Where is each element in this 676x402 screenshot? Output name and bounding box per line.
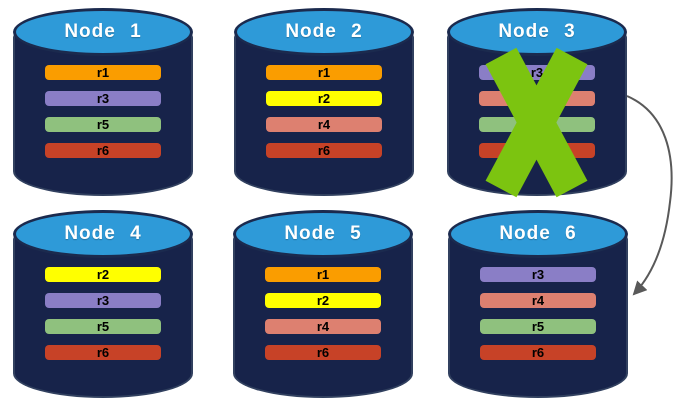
replica-bar-r4: r4 xyxy=(265,319,381,334)
replica-bar-r2: r2 xyxy=(265,293,381,308)
node-1-cylinder-top: Node 1 xyxy=(13,8,193,56)
replica-label: r4 xyxy=(317,117,331,132)
node-5-cylinder-top: Node 5 xyxy=(233,210,413,258)
replica-bar-r6: r6 xyxy=(266,143,382,158)
node-4-cylinder-body xyxy=(13,234,193,398)
replica-label: r3 xyxy=(96,91,110,106)
replica-bar-r1: r1 xyxy=(45,65,161,80)
node-5-cylinder-body xyxy=(233,234,413,398)
replica-bar-r6: r6 xyxy=(45,143,161,158)
node-6: Node 6 r3 r4 r5 r6 xyxy=(448,210,628,398)
replica-label: r4 xyxy=(316,319,330,334)
node-2-title: Node 2 xyxy=(285,21,363,42)
node-2-cylinder-top: Node 2 xyxy=(234,8,414,56)
replica-label: r4 xyxy=(531,293,545,308)
replica-bar-r6: r6 xyxy=(265,345,381,360)
node-4: Node 4 r2 r3 r5 r6 xyxy=(13,210,193,398)
node-6-title: Node 6 xyxy=(499,223,577,244)
replication-arrow xyxy=(626,95,673,296)
node-3: Node 3 r3 r4 r5 r6 xyxy=(447,8,627,196)
node-6-replicas: r3 r4 r5 r6 xyxy=(448,267,628,360)
replica-label: r1 xyxy=(316,267,330,282)
node-3-cylinder-top: Node 3 xyxy=(447,8,627,56)
replica-label: r5 xyxy=(96,319,110,334)
replica-bar-r5: r5 xyxy=(480,319,596,334)
node-5: Node 5 r1 r2 r4 r6 xyxy=(233,210,413,398)
replica-label: r6 xyxy=(531,345,545,360)
replica-label: r6 xyxy=(96,345,110,360)
node-6-cylinder-body xyxy=(448,234,628,398)
replica-bar-r5: r5 xyxy=(45,319,161,334)
replica-label: r4 xyxy=(530,91,544,106)
replica-bar-r3: r3 xyxy=(480,267,596,282)
replica-label: r2 xyxy=(96,267,110,282)
replica-bar-r2: r2 xyxy=(266,91,382,106)
node-2-cylinder-body xyxy=(234,32,414,196)
replica-bar-r4: r4 xyxy=(266,117,382,132)
replica-bar-r6: r6 xyxy=(480,345,596,360)
replica-label: r3 xyxy=(96,293,110,308)
node-5-replicas: r1 r2 r4 r6 xyxy=(233,267,413,360)
replica-label: r2 xyxy=(316,293,330,308)
node-1-replicas: r1 r3 r5 r6 xyxy=(13,65,193,158)
node-2: Node 2 r1 r2 r4 r6 xyxy=(234,8,414,196)
node-6-cylinder-top: Node 6 xyxy=(448,210,628,258)
node-4-cylinder-top: Node 4 xyxy=(13,210,193,258)
node-5-title: Node 5 xyxy=(284,223,362,244)
replica-bar-r3: r3 xyxy=(479,65,595,80)
replica-label: r6 xyxy=(96,143,110,158)
replica-bar-r2: r2 xyxy=(45,267,161,282)
replica-label: r3 xyxy=(530,65,544,80)
replica-bar-r1: r1 xyxy=(266,65,382,80)
replica-label: r2 xyxy=(317,91,331,106)
replica-label: r6 xyxy=(317,143,331,158)
replica-label: r1 xyxy=(96,65,110,80)
replica-bar-r1: r1 xyxy=(265,267,381,282)
replica-bar-r3: r3 xyxy=(45,91,161,106)
node-2-replicas: r1 r2 r4 r6 xyxy=(234,65,414,158)
replica-bar-r4: r4 xyxy=(479,91,595,106)
replica-label: r5 xyxy=(531,319,545,334)
replica-label: r1 xyxy=(317,65,331,80)
replica-bar-r6: r6 xyxy=(479,143,595,158)
replica-bar-r6: r6 xyxy=(45,345,161,360)
replica-bar-r5: r5 xyxy=(45,117,161,132)
replica-label: r5 xyxy=(530,117,544,132)
replica-label: r6 xyxy=(316,345,330,360)
replica-bar-r5: r5 xyxy=(479,117,595,132)
replica-label: r5 xyxy=(96,117,110,132)
node-1-cylinder-body xyxy=(13,32,193,196)
node-1: Node 1 r1 r3 r5 r6 xyxy=(13,8,193,196)
node-1-title: Node 1 xyxy=(64,21,142,42)
replica-label: r6 xyxy=(530,143,544,158)
node-4-replicas: r2 r3 r5 r6 xyxy=(13,267,193,360)
node-3-replicas: r3 r4 r5 r6 xyxy=(447,65,627,158)
replica-bar-r3: r3 xyxy=(45,293,161,308)
replica-label: r3 xyxy=(531,267,545,282)
node-4-title: Node 4 xyxy=(64,223,142,244)
replica-bar-r4: r4 xyxy=(480,293,596,308)
node-3-title: Node 3 xyxy=(498,21,576,42)
